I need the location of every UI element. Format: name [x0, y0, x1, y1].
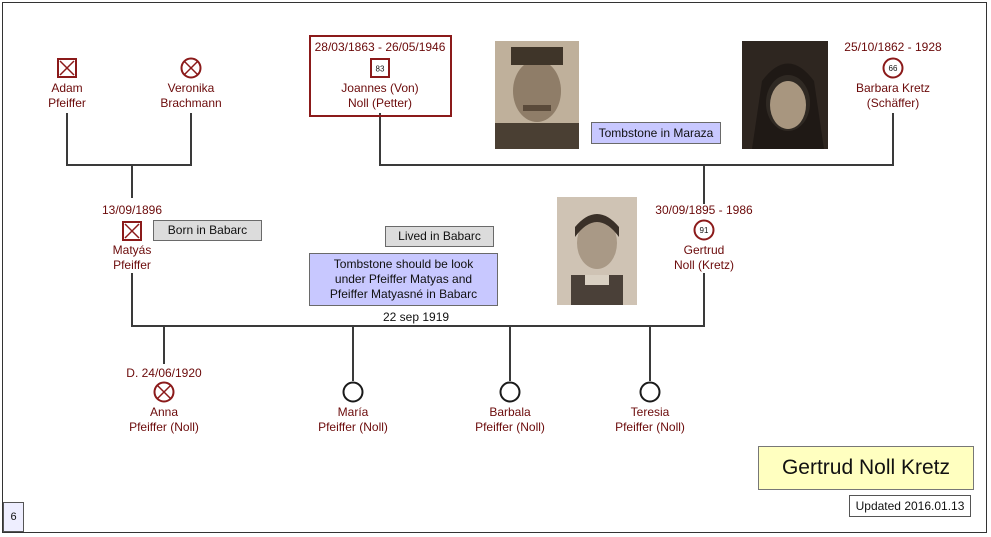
age-label: 91 — [700, 226, 709, 235]
person-name: Veronika — [167, 81, 215, 95]
connector-line — [703, 164, 705, 204]
selected-person-box[interactable] — [309, 35, 452, 117]
person-surname: Pfeiffer — [113, 258, 151, 272]
person-name: Anna — [149, 405, 179, 419]
connector-line — [649, 325, 651, 381]
note-tombstone-maraza[interactable]: Tombstone in Maraza — [591, 122, 721, 144]
marriage-date: 22 sep 1919 — [383, 310, 450, 324]
note-line: Pfeiffer Matyasné in Babarc — [329, 287, 478, 301]
connector-line — [163, 325, 165, 364]
person-surname: Pfeiffer (Noll) — [129, 420, 199, 434]
female-deceased-icon[interactable] — [153, 381, 175, 403]
connector-line — [892, 113, 894, 165]
person-surname: Pfeiffer (Noll) — [615, 420, 685, 434]
connector-line — [131, 273, 133, 327]
person-name: María — [337, 405, 369, 419]
page-number[interactable]: 6 — [3, 502, 24, 532]
age-label: 83 — [376, 65, 385, 74]
male-age-icon[interactable]: 83 — [370, 58, 390, 78]
female-age-icon[interactable]: 91 — [693, 219, 715, 241]
person-barbara-kretz[interactable]: 25/10/1862 - 1928 — [823, 40, 963, 55]
note-tombstone-babarc[interactable]: Tombstone should be look under Pfeiffer … — [309, 253, 498, 306]
person-veronika-brachmann[interactable]: Veronika Brachmann — [121, 81, 261, 111]
connector-line — [131, 164, 133, 198]
person-barbara-name: Barbara Kretz (Schäffer) — [823, 81, 963, 111]
person-name: Matyás — [112, 243, 152, 257]
person-joannes-noll[interactable]: 28/03/1863 - 26/05/1946 — [310, 40, 450, 55]
female-icon[interactable] — [342, 381, 364, 403]
life-dates: D. 24/06/1920 — [126, 366, 202, 380]
portrait-photo-joannes[interactable] — [495, 41, 579, 149]
chart-title: Gertrud Noll Kretz — [758, 446, 974, 490]
portrait-man-icon — [495, 41, 579, 149]
person-name: Barbara Kretz — [855, 81, 931, 95]
person-name: Gertrud — [683, 243, 725, 257]
portrait-photo-barbara[interactable] — [742, 41, 828, 149]
female-icon[interactable] — [639, 381, 661, 403]
person-matyas-date: 13/09/1896 — [62, 203, 202, 218]
portrait-woman-icon — [742, 41, 828, 149]
person-joannes-name: Joannes (Von) Noll (Petter) — [310, 81, 450, 111]
male-deceased-icon[interactable] — [57, 58, 77, 78]
connector-line — [379, 113, 381, 165]
female-icon[interactable] — [499, 381, 521, 403]
person-surname: Brachmann — [160, 96, 222, 110]
female-deceased-icon[interactable] — [180, 57, 202, 79]
person-name: Joannes (Von) — [341, 81, 419, 95]
life-dates: 25/10/1862 - 1928 — [844, 40, 942, 54]
life-dates: 13/09/1896 — [101, 203, 163, 217]
person-teresia-pfeiffer[interactable]: Teresia Pfeiffer (Noll) — [580, 405, 720, 435]
age-label: 66 — [889, 64, 898, 73]
male-deceased-icon[interactable] — [122, 221, 142, 241]
life-dates: 28/03/1863 - 26/05/1946 — [314, 40, 446, 54]
note-line: Tombstone should be look — [333, 257, 474, 271]
connector-line — [352, 325, 354, 381]
person-matyas-pfeiffer[interactable]: Matyás Pfeiffer — [62, 243, 202, 273]
connector-line — [66, 113, 68, 165]
connector-line — [190, 113, 192, 165]
portrait-photo-gertrud[interactable] — [557, 197, 637, 305]
person-surname: Noll (Kretz) — [673, 258, 734, 272]
connector-line — [703, 273, 705, 327]
life-dates: 30/09/1895 - 1986 — [655, 203, 753, 217]
connector-line — [131, 325, 705, 327]
note-born-babarc[interactable]: Born in Babarc — [153, 220, 262, 241]
person-surname: Pfeiffer — [48, 96, 86, 110]
connector-line — [379, 164, 894, 166]
person-surname: Pfeiffer (Noll) — [475, 420, 545, 434]
note-line: under Pfeiffer Matyas and — [334, 272, 473, 286]
person-barbala-pfeiffer[interactable]: Barbala Pfeiffer (Noll) — [440, 405, 580, 435]
female-age-icon[interactable]: 66 — [882, 57, 904, 79]
person-anna-pfeiffer[interactable]: Anna Pfeiffer (Noll) — [94, 405, 234, 435]
person-gertrud-date: 30/09/1895 - 1986 — [634, 203, 774, 218]
updated-label: Updated 2016.01.13 — [849, 495, 971, 517]
connector-line — [509, 325, 511, 381]
person-name: Teresia — [630, 405, 670, 419]
person-surname: (Schäffer) — [866, 96, 920, 110]
person-name: Barbala — [489, 405, 531, 419]
person-maria-pfeiffer[interactable]: María Pfeiffer (Noll) — [283, 405, 423, 435]
portrait-girl-icon — [557, 197, 637, 305]
person-surname: Pfeiffer (Noll) — [318, 420, 388, 434]
person-surname: Noll (Petter) — [347, 96, 412, 110]
connector-line — [66, 164, 192, 166]
person-name: Adam — [51, 81, 83, 95]
person-anna-date: D. 24/06/1920 — [94, 366, 234, 381]
note-lived-babarc[interactable]: Lived in Babarc — [385, 226, 494, 247]
person-adam-pfeiffer[interactable]: Adam Pfeiffer — [0, 81, 137, 111]
person-gertrud-noll[interactable]: Gertrud Noll (Kretz) — [634, 243, 774, 273]
